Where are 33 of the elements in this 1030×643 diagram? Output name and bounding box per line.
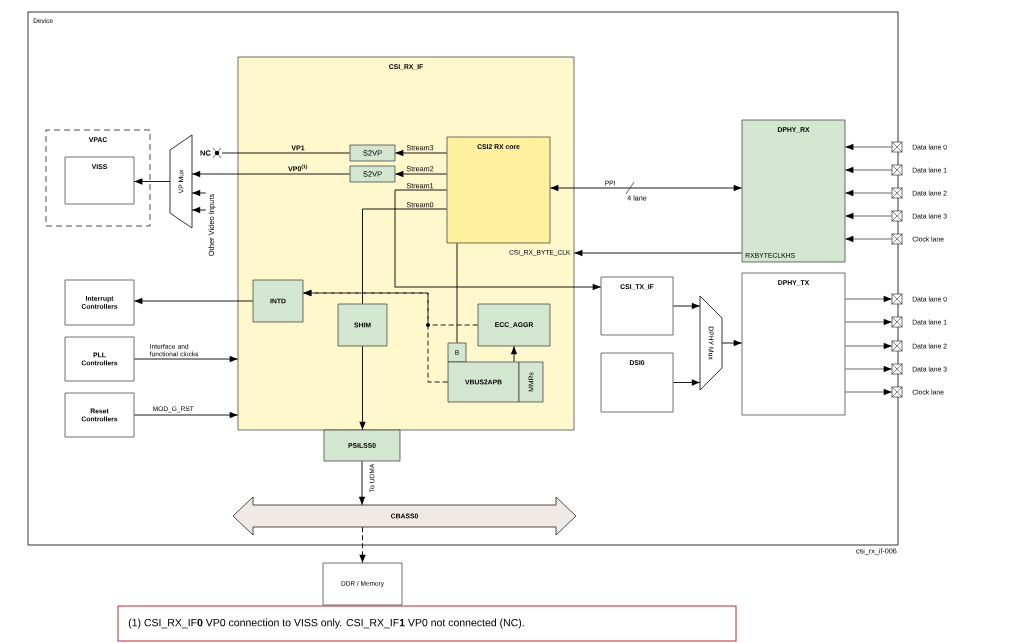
connector-line — [362, 208, 448, 305]
arrow — [394, 189, 602, 291]
arrow — [573, 249, 743, 257]
arrow — [549, 181, 743, 195]
connector-line — [221, 152, 351, 154]
arrow — [845, 235, 892, 243]
arrow — [845, 318, 892, 326]
arrow — [133, 178, 171, 185]
arrow — [394, 149, 448, 157]
arrow — [359, 345, 366, 431]
arrow — [721, 339, 743, 347]
arrow — [133, 411, 239, 419]
arrow — [394, 170, 448, 178]
arrow — [358, 460, 366, 506]
connector-line — [456, 242, 458, 344]
arrow — [510, 345, 518, 363]
arrow — [672, 379, 701, 386]
arrow — [845, 365, 892, 373]
arrow — [191, 206, 207, 214]
arrow — [845, 189, 892, 197]
arrow — [359, 526, 366, 564]
arrow — [133, 297, 254, 305]
arrow — [302, 289, 479, 327]
arrow — [845, 166, 892, 174]
arrow — [845, 212, 892, 220]
arrow — [845, 388, 892, 396]
arrow — [191, 189, 207, 197]
arrow — [845, 295, 892, 303]
arrow — [845, 143, 892, 151]
arrow — [133, 355, 239, 363]
arrow — [845, 342, 892, 350]
arrow — [672, 302, 701, 310]
arrow — [191, 170, 351, 178]
